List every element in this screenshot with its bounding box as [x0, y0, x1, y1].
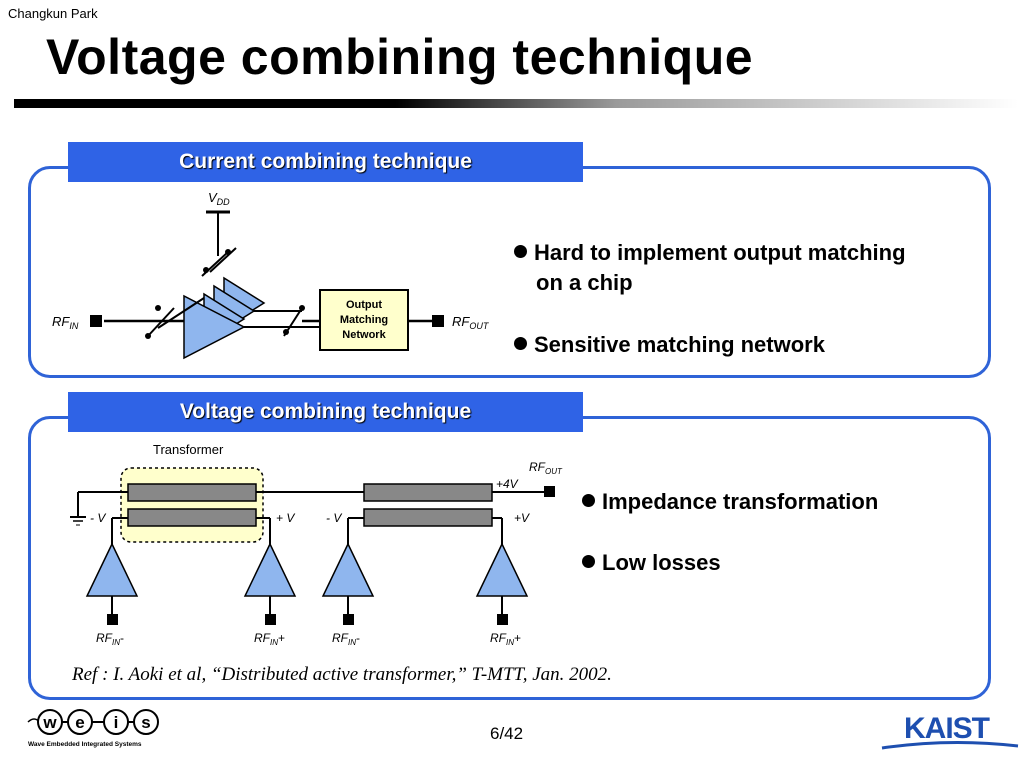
rf-out-terminal — [544, 486, 555, 497]
rf-in-terminal — [107, 614, 118, 625]
bullet-dot — [514, 337, 527, 350]
voltage-label-4: +V — [514, 511, 530, 525]
voltage-bullet-2: Low losses — [582, 548, 721, 578]
node-dot — [145, 333, 151, 339]
transformer-highlight — [120, 467, 264, 543]
rf-in-terminal — [343, 614, 354, 625]
kaist-swoosh — [881, 740, 1019, 750]
transformer-2-primary — [363, 508, 493, 527]
transformer-1-primary — [127, 508, 257, 527]
amplifier-1 — [183, 294, 246, 360]
rf-out-label: RFOUT — [529, 460, 563, 476]
omn-label-line3: Network — [342, 329, 386, 341]
amplifier-4 — [475, 542, 529, 597]
omn-label-line2: Matching — [340, 314, 388, 326]
page-number: 6/42 — [490, 724, 524, 743]
voltage-label-1: - V — [90, 511, 106, 525]
supply-branch-2 — [209, 247, 237, 273]
weis-caption: Wave Embedded Integrated Systems — [28, 741, 142, 748]
title-underline — [14, 99, 1018, 108]
rf-in-terminal — [90, 315, 102, 327]
author-name: Changkun Park — [8, 6, 98, 21]
current-bullet-2: Sensitive matching network — [514, 330, 825, 360]
voltage-combining-diagram: Transformer RFOUT +4V - V + V - V +V RFI… — [70, 442, 563, 647]
slide-title: Voltage combining technique — [46, 29, 754, 85]
current-combining-diagram: VDD RFIN Output Matching Network RFOUT — [52, 190, 490, 360]
node-dot — [299, 305, 305, 311]
vdd-label: VDD — [208, 190, 230, 207]
voltage-label-3: - V — [326, 511, 342, 525]
bullet-dot — [582, 494, 595, 507]
amplifier-1 — [85, 542, 139, 597]
weis-letter: w — [42, 713, 57, 732]
input-bus-1 — [147, 307, 175, 337]
voltage-bullet-1: Impedance transformation — [582, 487, 878, 517]
output-matching-network — [319, 289, 409, 351]
current-bullet-1: Hard to implement output matching on a c… — [514, 238, 906, 298]
input-bus-2 — [157, 297, 205, 329]
rf-in-label: RFIN — [52, 314, 79, 331]
voltage-combining-heading: Voltage combining technique — [68, 392, 583, 432]
rf-out-terminal — [432, 315, 444, 327]
rf-in-label-2: RFIN+ — [254, 631, 285, 647]
transformer-1-secondary — [127, 483, 257, 502]
current-combining-heading: Current combining technique — [68, 142, 583, 182]
reference-citation: Ref : I. Aoki et al, “Distributed active… — [72, 664, 612, 685]
bullet-dot — [514, 245, 527, 258]
omn-label-line1: Output — [346, 299, 382, 311]
rf-out-label: RFOUT — [452, 314, 490, 331]
weis-letter: s — [141, 713, 150, 732]
kaist-wordmark: KAIST — [904, 712, 990, 745]
weis-logo: w e i s Wave Embedded Integrated Systems — [27, 709, 159, 748]
amplifier-2 — [243, 542, 297, 597]
transformer-2-secondary — [363, 483, 493, 502]
rf-in-terminal — [265, 614, 276, 625]
amplifier-3 — [321, 542, 375, 597]
rf-in-label-1: RFIN- — [96, 631, 124, 647]
node-dot — [225, 249, 231, 255]
transformer-label: Transformer — [153, 442, 224, 457]
weis-letter: e — [75, 713, 84, 732]
rf-in-label-3: RFIN- — [332, 631, 360, 647]
node-dot — [155, 305, 161, 311]
bullet-dot — [582, 555, 595, 568]
node-dot — [283, 329, 289, 335]
rf-in-terminal — [497, 614, 508, 625]
plus-4v-label: +4V — [496, 477, 519, 491]
weis-letter: i — [114, 713, 119, 732]
voltage-label-2: + V — [276, 511, 295, 525]
rf-in-label-4: RFIN+ — [490, 631, 521, 647]
kaist-logo: KAIST — [881, 712, 1019, 750]
node-dot — [203, 267, 209, 273]
